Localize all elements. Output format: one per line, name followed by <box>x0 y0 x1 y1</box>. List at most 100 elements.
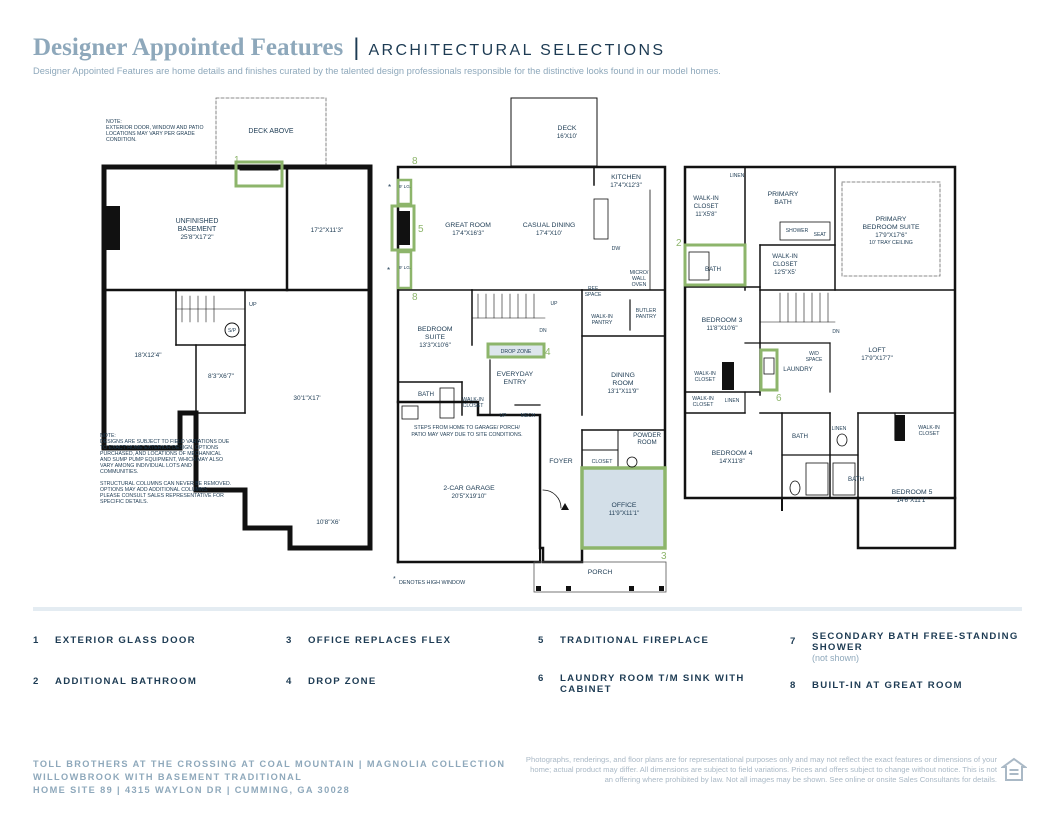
basement-room-b-dim: 18'X12'4" <box>134 352 162 359</box>
first-bath-label: BATH <box>418 391 434 398</box>
svg-text:NOTE:: NOTE: <box>100 433 116 439</box>
svg-text:ROOM: ROOM <box>612 380 633 387</box>
svg-text:UP: UP <box>551 301 559 307</box>
garage-dim: 20'5"X19'10" <box>452 493 487 500</box>
svg-text:9' LG.: 9' LG. <box>399 265 411 270</box>
title-separator: | <box>353 34 360 61</box>
bedroom-5-label: BEDROOM 5 <box>892 489 933 496</box>
page-title: Designer Appointed Features <box>33 34 344 61</box>
svg-text:DESIGNS ARE SUBJECT TO FIELD V: DESIGNS ARE SUBJECT TO FIELD VARIATIONS … <box>100 439 230 445</box>
deck-above-label: DECK ABOVE <box>248 128 293 135</box>
svg-text:CONDITION.: CONDITION. <box>106 137 137 143</box>
marker-8-top: 8 <box>412 156 418 167</box>
second-bath-label: BATH <box>705 266 721 273</box>
basement-fireplace-mass <box>104 206 120 250</box>
svg-text:PANTRY: PANTRY <box>592 320 613 326</box>
svg-text:WALK-IN: WALK-IN <box>692 396 714 402</box>
svg-text:17'9"X17'6": 17'9"X17'6" <box>875 232 907 239</box>
equal-housing-opportunity-icon <box>1001 757 1027 781</box>
svg-text:WALK-IN: WALK-IN <box>772 253 798 260</box>
basement-up-label: UP <box>249 302 257 308</box>
svg-text:W/D: W/D <box>809 351 819 357</box>
svg-text:*: * <box>387 266 390 275</box>
svg-text:SPACE: SPACE <box>585 292 602 298</box>
svg-text:SUITE: SUITE <box>425 334 445 341</box>
dining-room-dim: 13'1"X11'9" <box>607 388 638 395</box>
dining-room-label: DINING <box>611 372 635 379</box>
porch-outline <box>533 561 667 593</box>
basement-plan <box>101 97 373 551</box>
bedroom-suite-label: BEDROOM <box>417 326 452 333</box>
casual-dining-label: CASUAL DINING <box>523 222 576 229</box>
svg-text:WALK-IN: WALK-IN <box>693 195 719 202</box>
svg-text:CLOSET: CLOSET <box>773 261 798 268</box>
svg-text:10' TRAY CEILING: 10' TRAY CEILING <box>869 240 913 246</box>
community-line-3: HOME SITE 89 | 4315 WAYLON DR | CUMMING,… <box>33 785 351 795</box>
primary-suite-label: PRIMARY <box>876 216 907 223</box>
marker-3: 3 <box>661 551 667 562</box>
svg-text:BATH: BATH <box>848 476 864 483</box>
unfinished-basement-label: UNFINISHED <box>176 218 219 225</box>
svg-text:14'6"X11'1": 14'6"X11'1" <box>896 497 927 504</box>
page-subtitle: ARCHITECTURAL SELECTIONS <box>368 42 666 59</box>
additional-bath-highlight <box>683 243 747 287</box>
first-floor-labels: DECK 16'X10' KITCHEN 17'4"X12'3" GREAT R… <box>399 125 662 576</box>
marker-5: 5 <box>418 224 424 235</box>
svg-text:LINEN: LINEN <box>832 426 847 432</box>
casual-dining-dim: 17'4"X10' <box>536 230 562 237</box>
svg-text:STRUCTURAL COLUMNS CAN NEVER B: STRUCTURAL COLUMNS CAN NEVER BE REMOVED. <box>100 481 231 487</box>
svg-text:11'X5'8": 11'X5'8" <box>695 212 716 218</box>
svg-text:*: * <box>388 183 391 192</box>
svg-text:MICRO/: MICRO/ <box>630 270 649 276</box>
deck-label: DECK <box>558 125 577 132</box>
bedroom-suite-dim: 13'3"X10'6" <box>419 342 451 349</box>
garage-label: 2-CAR GARAGE <box>443 485 495 492</box>
community-info: TOLL BROTHERS AT THE CROSSING AT COAL MO… <box>33 758 505 797</box>
basement-room-a-dim: 17'2"X11'3" <box>311 227 344 234</box>
drop-zone-label: DROP ZONE <box>501 349 532 355</box>
svg-text:SPECIFIC DETAILS.: SPECIFIC DETAILS. <box>100 499 148 505</box>
bedroom-3-label: BEDROOM 3 <box>702 317 743 324</box>
great-room-dim: 17'4"X16'3" <box>452 230 484 237</box>
intro-text: Designer Appointed Features are home det… <box>33 66 721 76</box>
svg-text:BUTLER: BUTLER <box>636 308 657 314</box>
svg-text:SHOWER: SHOWER <box>786 228 809 234</box>
fireplace-mass <box>398 211 410 245</box>
svg-text:CLOSET: CLOSET <box>463 403 485 409</box>
unfinished-basement-label-2: BASEMENT <box>178 226 217 233</box>
svg-text:BATH: BATH <box>792 433 808 440</box>
svg-text:WALK-IN: WALK-IN <box>918 425 940 431</box>
svg-text:DN: DN <box>832 329 840 335</box>
svg-text:9' LG.: 9' LG. <box>399 184 411 189</box>
sump-pump-label: S/P <box>228 328 237 334</box>
svg-text:WALK-IN: WALK-IN <box>591 314 613 320</box>
kitchen-dim: 17'4"X12'3" <box>610 182 642 189</box>
svg-text:AND SUMP PUMP EQUIPMENT, WHICH: AND SUMP PUMP EQUIPMENT, WHICH MAY ALSO <box>100 457 223 463</box>
foyer-label: FOYER <box>549 458 573 465</box>
office-highlight <box>580 466 667 550</box>
marker-4: 4 <box>545 347 551 358</box>
svg-text:ENTRY: ENTRY <box>504 379 527 386</box>
high-window-note: DENOTES HIGH WINDOW <box>399 580 466 586</box>
feature-item-7: 7 SECONDARY BATH FREE-STANDING SHOWER(no… <box>790 631 1022 664</box>
closet-label: CLOSET <box>592 459 614 465</box>
everyday-entry-label: EVERYDAY <box>497 371 534 378</box>
svg-text:CLOSET: CLOSET <box>693 402 715 408</box>
svg-text:SPACE: SPACE <box>806 357 823 363</box>
primary-bath-label: PRIMARY <box>768 191 799 198</box>
deck-dim: 16'X10' <box>557 133 577 140</box>
svg-text:DN: DN <box>539 328 547 334</box>
svg-text:PATIO MAY VARY DUE TO SITE CON: PATIO MAY VARY DUE TO SITE CONDITIONS. <box>411 432 522 438</box>
svg-text:CLOSET: CLOSET <box>919 431 941 437</box>
svg-text:PURCHASED, AND LOCATIONS OF ME: PURCHASED, AND LOCATIONS OF MECHANICAL <box>100 451 221 457</box>
svg-text:*: * <box>393 576 396 583</box>
marker-2: 2 <box>676 238 682 249</box>
office-label: OFFICE <box>612 502 637 509</box>
first-floor-plan <box>390 97 667 593</box>
second-floor-stairs <box>759 292 836 323</box>
svg-text:SEAT: SEAT <box>814 232 827 238</box>
basement-note-bottom: NOTE: DESIGNS ARE SUBJECT TO FIELD VARIA… <box>100 433 231 505</box>
svg-text:WALK-IN: WALK-IN <box>694 371 716 377</box>
